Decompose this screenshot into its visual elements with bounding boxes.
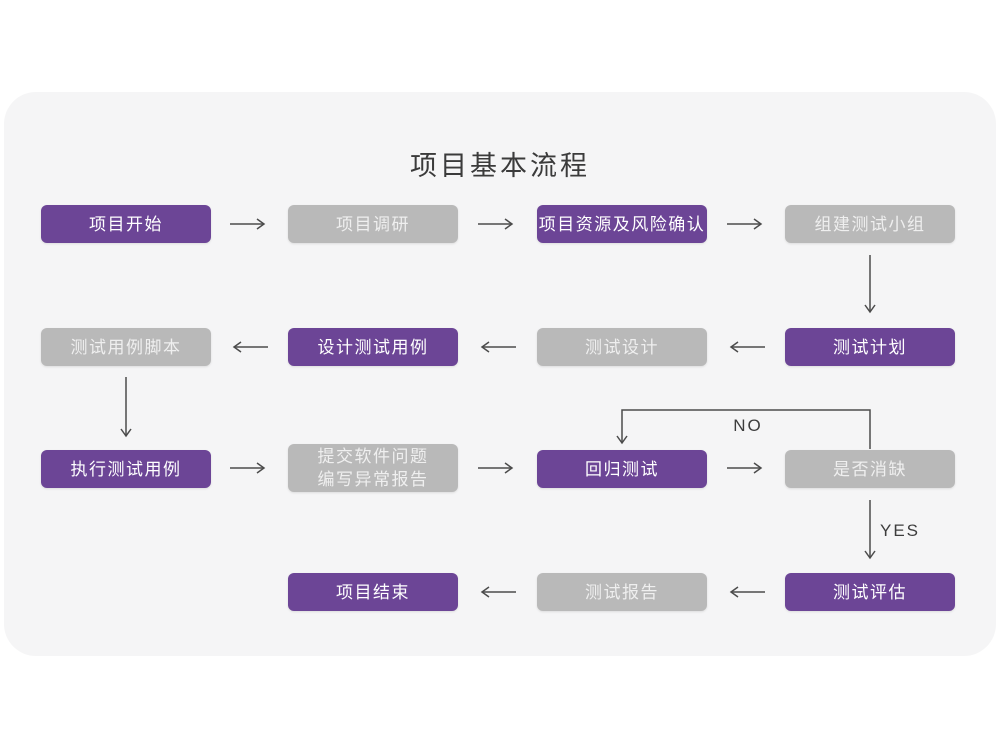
flow-node-build-test-team: 组建测试小组 bbox=[785, 205, 955, 243]
flow-node-label-line2: 编写异常报告 bbox=[317, 470, 429, 489]
flow-node-label: 是否消缺 bbox=[833, 459, 907, 479]
edge-label-yes: YES bbox=[880, 521, 921, 540]
flow-node-submit-issue-report: 提交软件问题 编写异常报告 bbox=[288, 444, 458, 492]
flow-node-test-report: 测试报告 bbox=[537, 573, 707, 611]
flow-node-label: 测试评估 bbox=[833, 582, 907, 602]
flow-node-label-line1: 提交软件问题 bbox=[317, 447, 429, 466]
flow-node-label: 项目资源及风险确认 bbox=[538, 214, 706, 234]
flow-node-label: 项目调研 bbox=[336, 214, 410, 234]
flow-node-test-design: 测试设计 bbox=[537, 328, 707, 366]
flowchart-card-background bbox=[4, 92, 996, 656]
flow-node-defect-resolved: 是否消缺 bbox=[785, 450, 955, 488]
flow-node-test-case-scripts: 测试用例脚本 bbox=[41, 328, 211, 366]
flow-node-label: 回归测试 bbox=[585, 459, 659, 479]
flow-node-test-evaluation: 测试评估 bbox=[785, 573, 955, 611]
flow-node-label: 项目结束 bbox=[336, 582, 410, 602]
flow-node-project-start: 项目开始 bbox=[41, 205, 211, 243]
flow-node-project-research: 项目调研 bbox=[288, 205, 458, 243]
flow-node-label: 测试设计 bbox=[585, 337, 659, 357]
diagram-title: 项目基本流程 bbox=[410, 151, 590, 181]
flow-node-design-test-cases: 设计测试用例 bbox=[288, 328, 458, 366]
flow-node-execute-test-cases: 执行测试用例 bbox=[41, 450, 211, 488]
edge-label-no: NO bbox=[733, 416, 763, 435]
flow-node-project-resources-risk: 项目资源及风险确认 bbox=[537, 205, 707, 243]
flow-node-label: 测试计划 bbox=[833, 337, 907, 357]
flow-node-label: 项目开始 bbox=[89, 214, 163, 234]
flow-node-label: 测试报告 bbox=[585, 582, 659, 602]
flow-node-label: 执行测试用例 bbox=[70, 459, 182, 479]
flow-node-regression-test: 回归测试 bbox=[537, 450, 707, 488]
flow-node-project-end: 项目结束 bbox=[288, 573, 458, 611]
flow-node-test-plan: 测试计划 bbox=[785, 328, 955, 366]
flow-node-label: 组建测试小组 bbox=[814, 214, 926, 234]
flow-node-label: 设计测试用例 bbox=[317, 337, 429, 357]
flow-node-label: 测试用例脚本 bbox=[70, 337, 182, 357]
